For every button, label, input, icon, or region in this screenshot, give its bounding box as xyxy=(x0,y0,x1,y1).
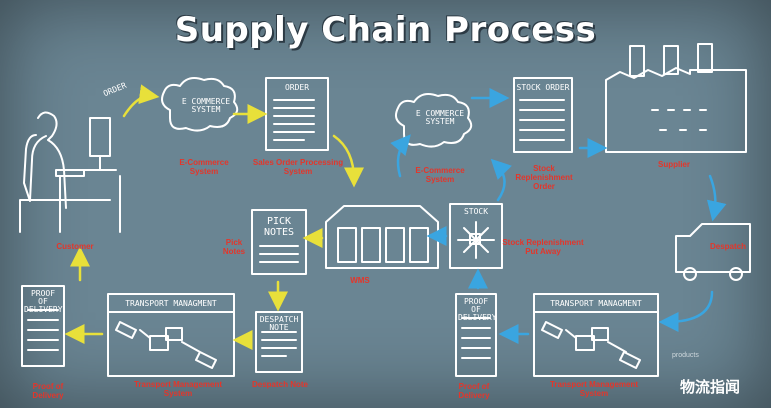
label-proof-right: Proof of Delivery xyxy=(458,382,490,400)
chalk-proof-right: PROOF OF DELIVERY xyxy=(458,297,497,322)
label-pick-notes: Pick Notes xyxy=(222,238,246,256)
label-wms: WMS xyxy=(350,276,370,285)
chalk-transport-right: TRANSPORT MANAGMENT xyxy=(550,299,642,308)
chalk-stock-order: STOCK ORDER xyxy=(516,83,570,92)
chalk-ecommerce-2: E COMMERCE SYSTEM xyxy=(415,109,465,126)
label-ecommerce-2: E-Commerce System xyxy=(415,166,465,184)
chalk-pick-notes: PICK NOTES xyxy=(263,216,295,238)
label-stock-replenishment-order: Stock Replenishment Order xyxy=(515,164,573,191)
arrow-putaway-to-ecommerce xyxy=(490,158,512,202)
transport-right-board-icon xyxy=(533,293,659,377)
label-sales-order: Sales Order Processing System xyxy=(252,158,344,176)
arrow-supplier-to-despatch xyxy=(706,174,727,222)
arrow-customer-to-ecommerce xyxy=(122,84,160,118)
label-supplier: Supplier xyxy=(657,160,690,169)
watermark-text: 物流指闻 xyxy=(680,379,741,396)
ecommerce-cloud-2-icon xyxy=(395,93,473,148)
stock-putaway-document-icon xyxy=(449,203,503,269)
label-transport-left: Transport Management System xyxy=(133,380,222,398)
supplier-factory-icon xyxy=(605,43,747,153)
despatch-note-document-icon xyxy=(255,311,303,373)
customer-figure-icon xyxy=(19,111,121,233)
chalk-sales-order: ORDER xyxy=(284,83,310,92)
label-customer: Customer xyxy=(56,242,94,251)
arrow-sales-to-wms xyxy=(332,134,364,188)
chalk-transport-left: TRANSPORT MANAGMENT xyxy=(125,299,217,308)
label-ecommerce-1: E-Commerce System xyxy=(179,158,229,176)
wms-warehouse-icon xyxy=(325,205,439,269)
label-proof-left: Proof of Delivery xyxy=(32,382,64,400)
diagram-title: Supply Chain Process xyxy=(174,10,597,50)
chalk-stock: STOCK xyxy=(463,207,489,216)
chalk-proof-left: PROOF OF DELIVERY xyxy=(24,289,63,314)
proof-right-document-icon xyxy=(455,293,497,377)
watermark-sub: products xyxy=(672,352,699,359)
label-despatch-note: Despatch Note xyxy=(251,380,308,389)
label-stock-putaway: Stock Replenishment Put Away xyxy=(502,238,584,256)
label-despatch: Despatch xyxy=(709,242,746,251)
ecommerce-cloud-1-icon xyxy=(161,77,239,132)
arrow-ecommerce2-up xyxy=(390,134,411,178)
proof-left-document-icon xyxy=(21,285,65,367)
arrow-despatch-to-transport xyxy=(658,290,714,332)
stock-order-document-icon xyxy=(513,77,573,153)
label-transport-right: Transport Management System xyxy=(549,380,638,398)
despatch-truck-icon xyxy=(675,223,751,281)
chalk-ecommerce-1: E COMMERCE SYSTEM xyxy=(181,97,231,114)
chalk-despatch-note: DESPATCH NOTE xyxy=(259,315,299,332)
